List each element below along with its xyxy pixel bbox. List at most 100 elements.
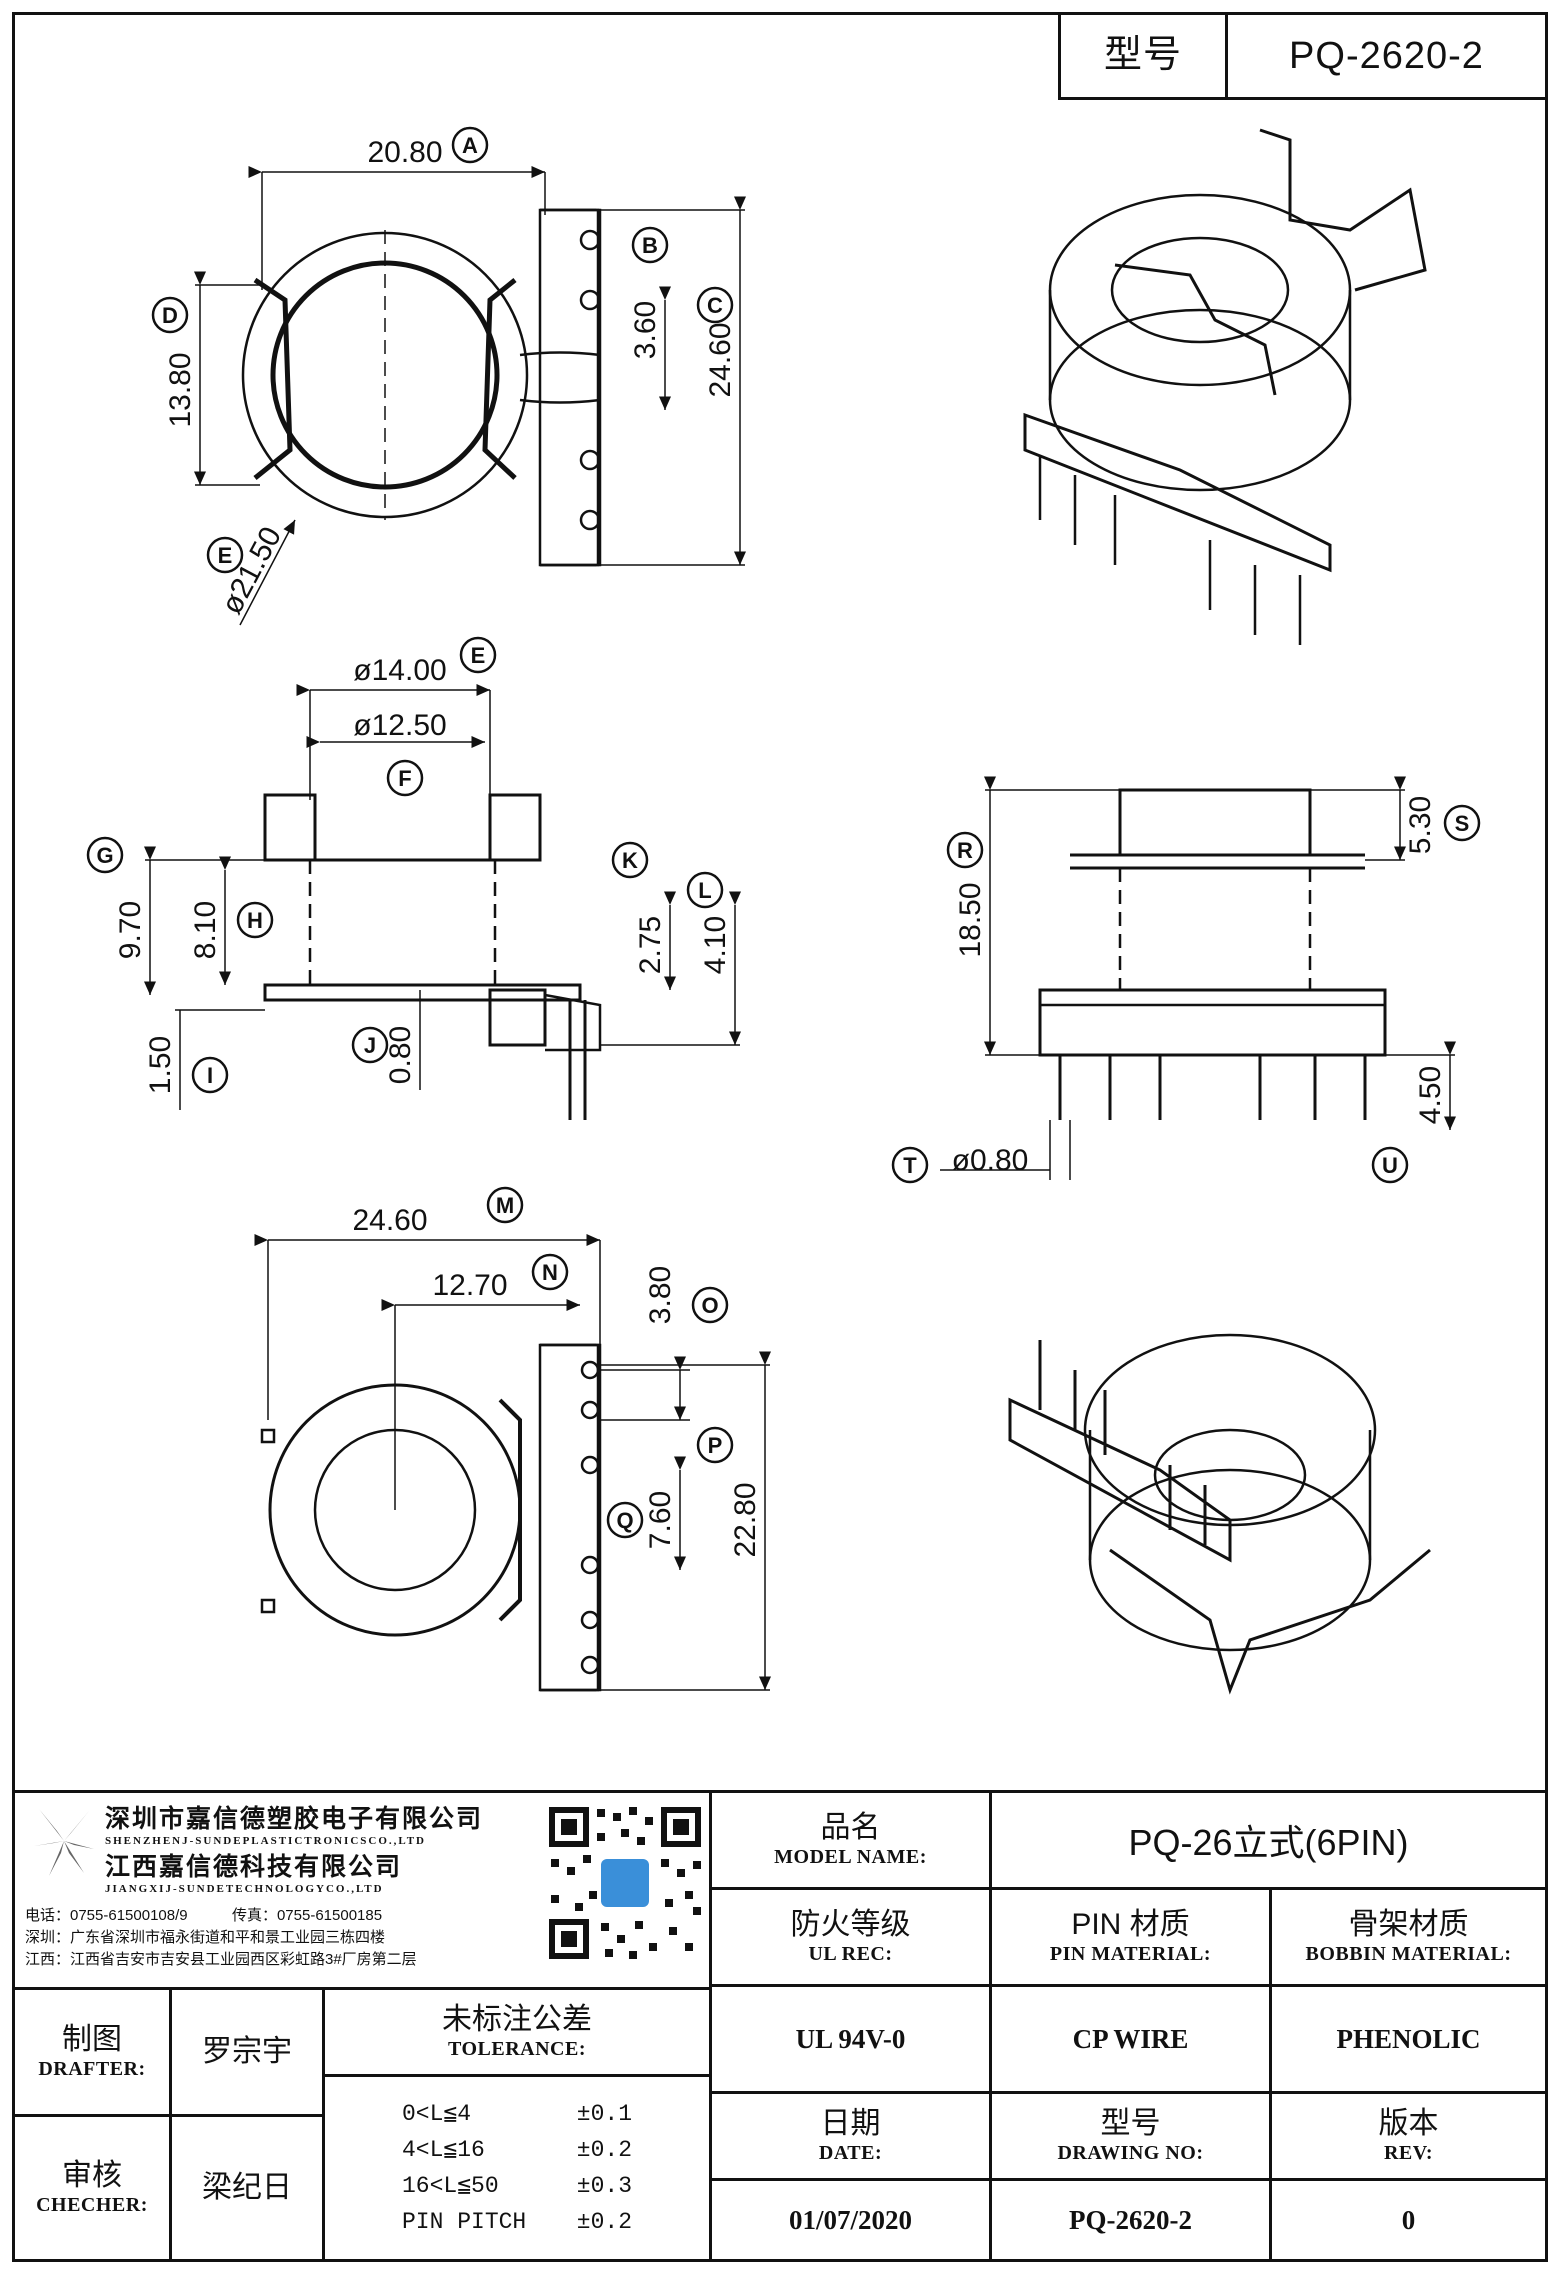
title-block: 深圳市嘉信德塑胶电子有限公司 SHENZHENJ-SUNDEPLASTICTRO… [12,1790,1548,2262]
dimension-tag: B [642,233,658,258]
drafter-value-cell: 罗宗宇 [169,1987,325,2117]
dimension-tag: P [708,1433,723,1458]
ul-value-cell: UL 94V-0 [709,1984,992,2094]
header-model-label-text: 型号 [1103,34,1182,77]
dimension-value: 0.80 [384,1026,417,1084]
tolerance-value: ±0.2 [576,2137,632,2163]
company-phone: 电话：0755-61500108/9 [25,1907,188,1924]
dimension-tag: E [471,643,486,668]
technical-drawing: 20.80A3.60B24.60C13.80Dø21.50Eø14.00Eø12… [86,126,1481,1695]
dimension-tag-circle [236,901,274,939]
dimension-value: ø12.50 [353,709,446,742]
dimension-tag: F [398,766,411,791]
dimension-tag-circle [151,296,189,334]
company-area: 深圳市嘉信德塑胶电子有限公司 SHENZHENJ-SUNDEPLASTICTRO… [12,1790,712,1990]
company-name-sz-en: SHENZHENJ-SUNDEPLASTICTRONICSCO.,LTD [105,1835,426,1847]
tolerance-range: 4<L≦16 [402,2137,485,2163]
company-names: 深圳市嘉信德塑胶电子有限公司 SHENZHENJ-SUNDEPLASTICTRO… [105,1799,535,1895]
drafter-value: 罗宗宇 [202,2034,292,2068]
pin-material-label-en: PIN MATERIAL: [1049,1942,1212,1965]
date-label-cell: 日期 DATE: [709,2091,992,2181]
drawing-no-label-en: DRAWING NO: [1057,2141,1204,2164]
isometric-view-top [1023,128,1427,645]
dimension-tag-circle [891,1146,929,1184]
rev-value: 0 [1401,2204,1416,2235]
tolerance-label-cell: 未标注公差 TOLERANCE: [322,1987,712,2077]
drafter-label: 制图 [62,2023,122,2057]
bobbin-material-value: PHENOLIC [1336,2023,1481,2054]
dimension-value: 3.60 [629,301,662,359]
dimension-tag-circle [606,1501,644,1539]
dimension-tag-circle [691,1286,729,1324]
dimension-value: 24.60 [352,1204,427,1237]
dimension-value: 20.80 [367,136,442,169]
tolerance-range: 16<L≦50 [402,2173,499,2199]
dimension-tag: H [247,908,263,933]
dimension-tag-circle [611,841,649,879]
dimension-value: 2.75 [634,916,667,974]
dimension-tag: A [462,133,478,158]
company-logo-icon [34,1809,94,1876]
pin-material-label: PIN 材质 [1071,1908,1190,1942]
rev-value-cell: 0 [1269,2178,1548,2262]
company-fax: 传真：0755-61500185 [231,1907,383,1924]
tolerance-row: 16<L≦50 ±0.3 [402,2168,632,2204]
company-phone-fax: 电话：0755-61500108/9 传真：0755-61500185 [25,1905,545,1927]
header-model-value: PQ-2620-2 [1225,12,1548,100]
dimension-tag-circle [946,831,984,869]
dimension-value: ø14.00 [353,654,446,687]
drawing-no-value-cell: PQ-2620-2 [989,2178,1272,2262]
tolerance-row: 0<L≦4 ±0.1 [402,2096,632,2132]
date-label-en: DATE: [818,2141,883,2164]
company-name-sz: 深圳市嘉信德塑胶电子有限公司 [105,1805,484,1833]
ul-value: UL 94V-0 [795,2023,906,2054]
dimension-tag: I [207,1063,213,1088]
dimension-value: 24.60 [704,322,737,397]
bobbin-material-label: 骨架材质 [1348,1908,1469,1942]
dimension-tag: J [364,1033,376,1058]
checker-value-cell: 梁纪日 [169,2114,325,2262]
dimension-tag-circle [86,836,124,874]
rev-label: 版本 [1378,2107,1439,2141]
model-name-label-cell: 品名 MODEL NAME: [709,1790,992,1890]
model-name-value-cell: PQ-26立式(6PIN) [989,1790,1548,1890]
model-name-label-en: MODEL NAME: [774,1845,927,1868]
dimension-value: 9.70 [114,901,147,959]
dimension-tag: G [96,843,113,868]
tolerance-row: 4<L≦16 ±0.2 [402,2132,632,2168]
model-name-label: 品名 [820,1811,881,1845]
company-address-sz: 深圳：广东省深圳市福永街道和平和景工业园三栋四楼 [25,1929,386,1946]
isometric-view-bottom [1008,1333,1431,1695]
dimension-tag: O [701,1293,718,1318]
tolerance-range: PIN PITCH [402,2209,527,2235]
drawing-no-value: PQ-2620-2 [1069,2204,1192,2235]
dimension-value: 22.80 [729,1482,762,1557]
top-view [194,166,746,626]
bobbin-material-label-cell: 骨架材质 BOBBIN MATERIAL: [1269,1887,1548,1987]
dimension-value: 5.30 [1404,796,1437,854]
tolerance-label-en: TOLERANCE: [448,2037,586,2060]
tolerance-label: 未标注公差 [442,2003,592,2037]
drawing-no-label-cell: 型号 DRAWING NO: [989,2091,1272,2181]
dimension-tag: Q [616,1508,633,1533]
date-label: 日期 [820,2107,881,2141]
dimension-tag: N [542,1260,558,1285]
dimension-tag: U [1382,1153,1398,1178]
tolerance-value: ±0.1 [576,2101,632,2127]
dimension-value: 7.60 [644,1491,677,1549]
dimension-tag-circle [696,286,734,324]
dimension-tag-circle [386,759,424,797]
checker-label-en: CHECHER: [36,2193,148,2216]
dimension-tag-circle [451,126,489,164]
dimension-tag-circle [531,1253,569,1291]
header-model-value-text: PQ-2620-2 [1289,34,1484,77]
rev-label-en: REV: [1383,2141,1434,2164]
front-view [144,684,741,1120]
tolerance-row: PIN PITCH ±0.2 [402,2204,632,2240]
side-view [940,776,1456,1180]
drawing-no-label: 型号 [1100,2107,1161,2141]
tolerance-value: ±0.3 [576,2173,632,2199]
dimension-tag-circle [206,536,244,574]
dimension-value: 3.80 [644,1266,677,1324]
